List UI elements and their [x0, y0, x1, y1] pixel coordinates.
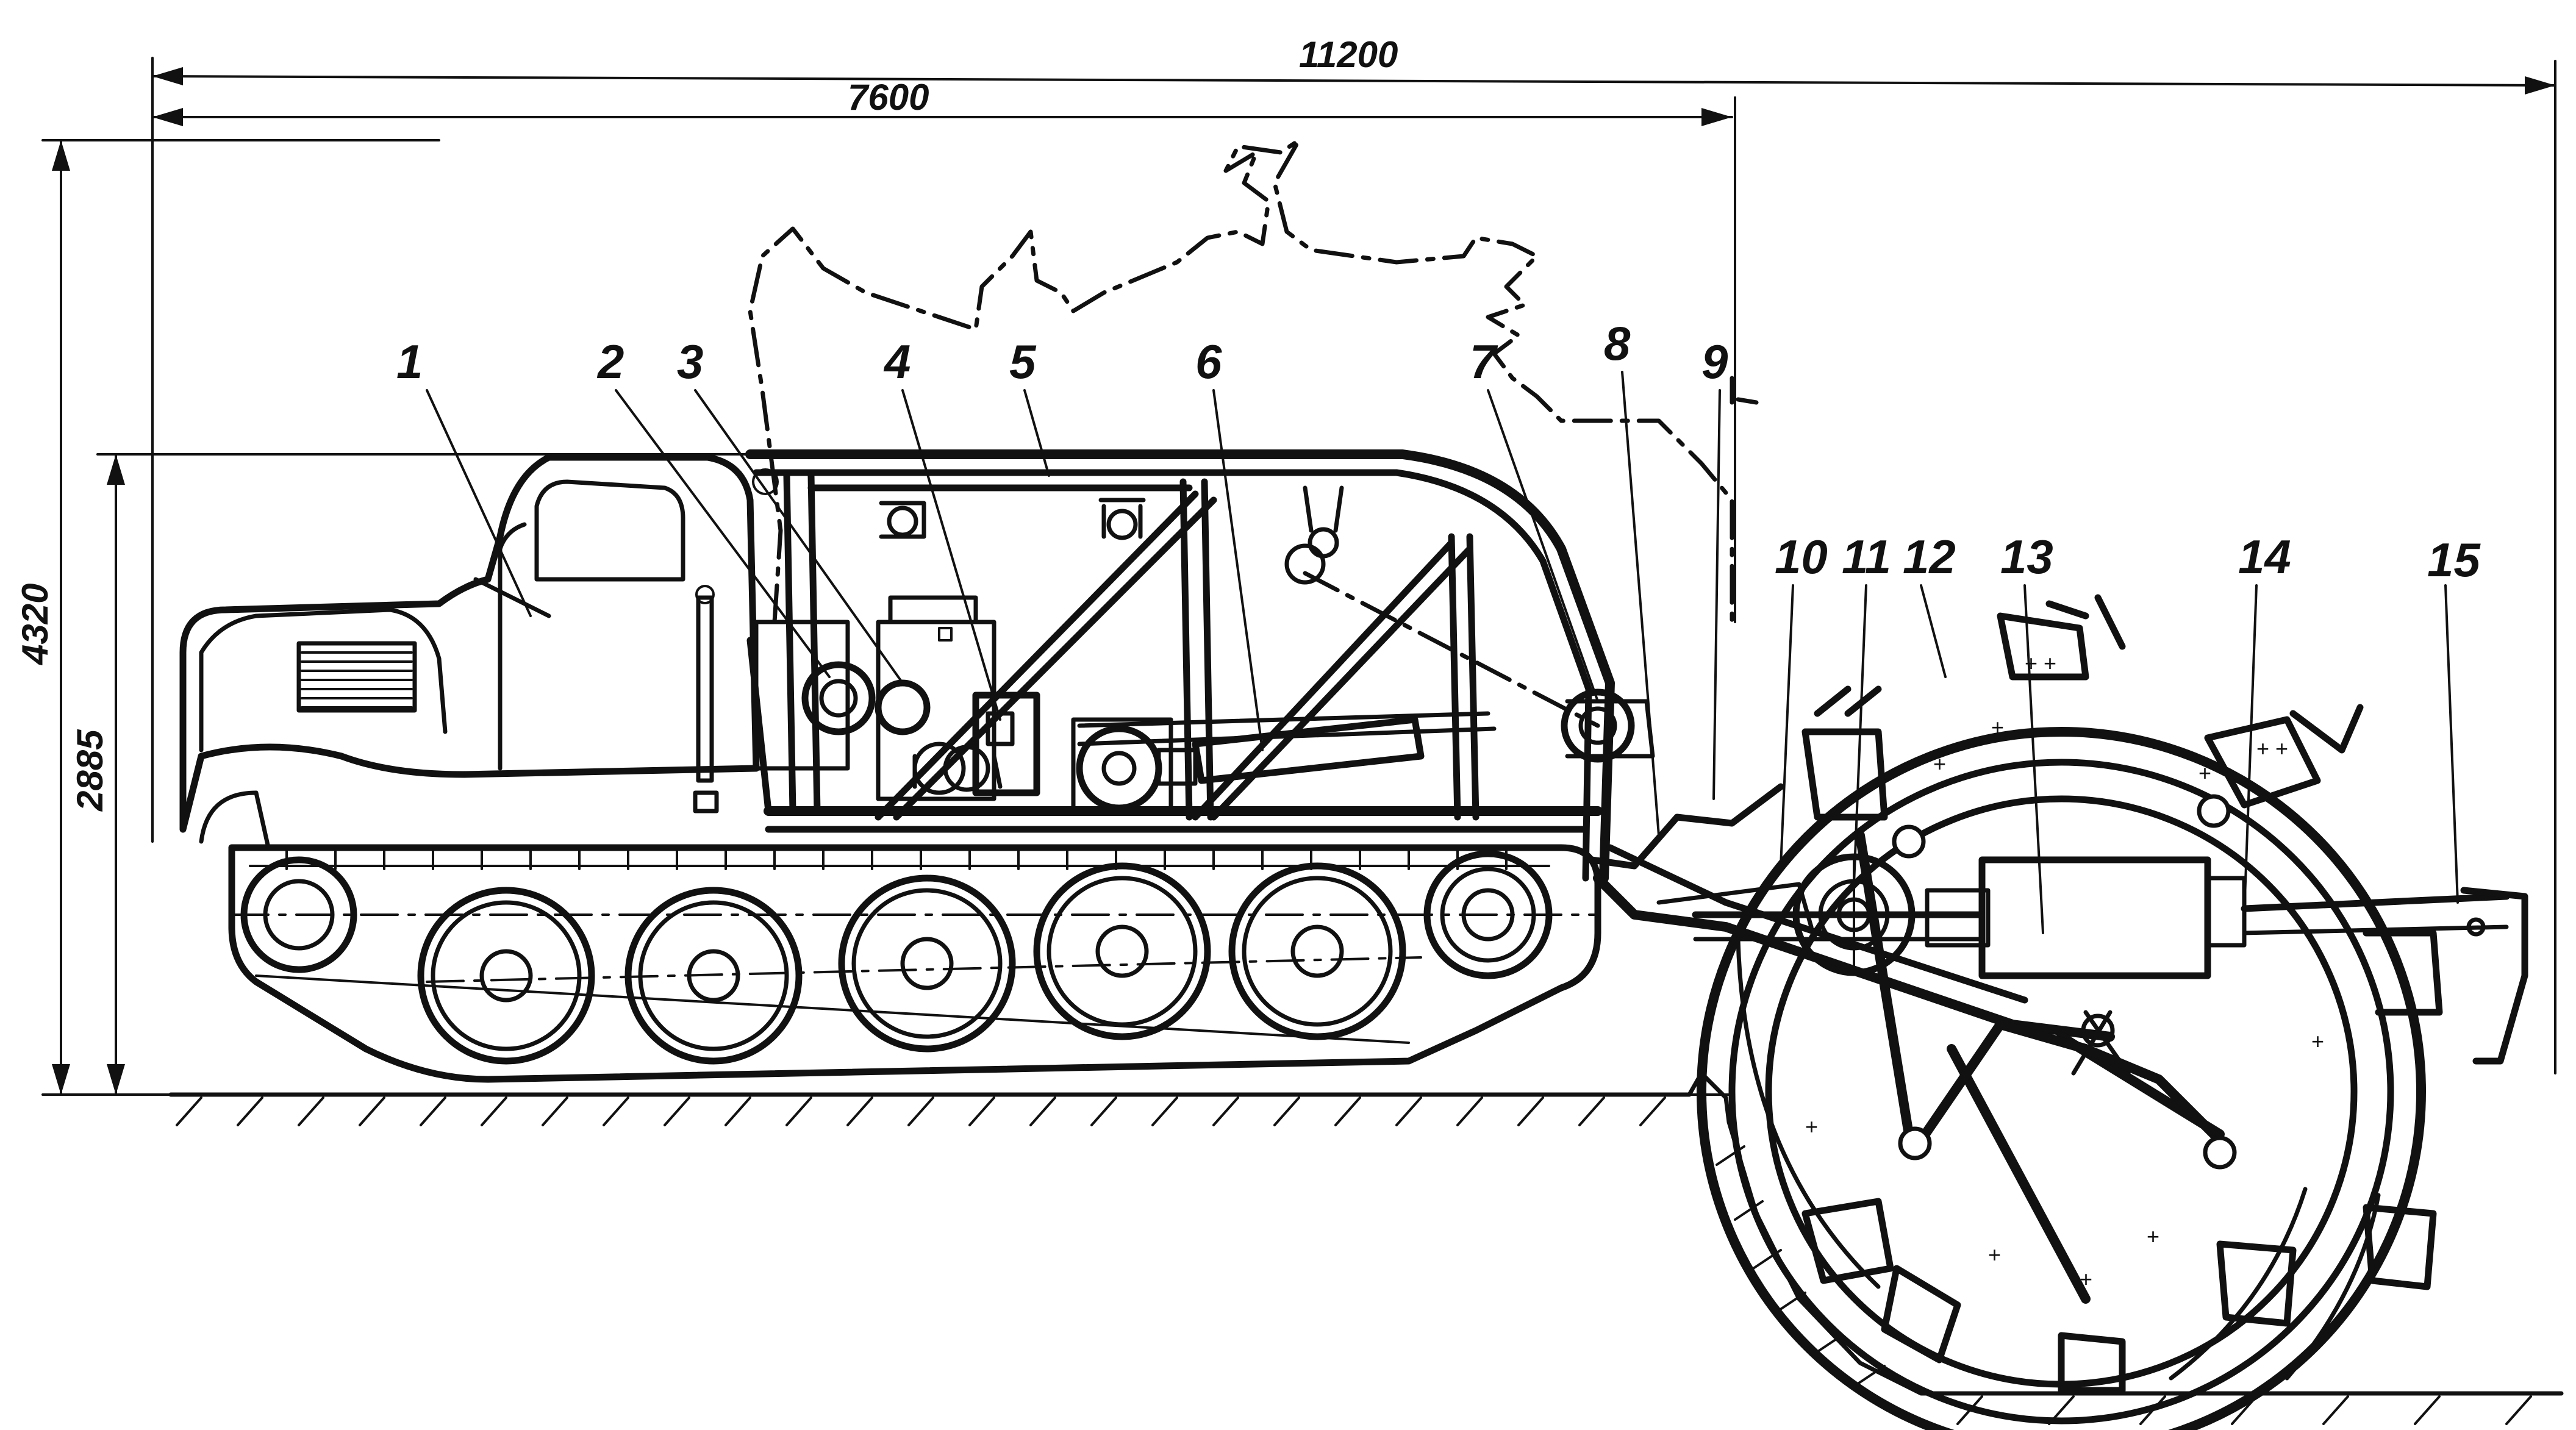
hood-body — [179, 454, 760, 833]
gear-reducer-2 — [754, 620, 876, 771]
cab-height-dimension: 2885 — [70, 453, 751, 1096]
svg-text:+: + — [1988, 1242, 2001, 1267]
dimension-7600: 7600 — [848, 77, 929, 118]
callout-3: 3 — [677, 335, 703, 388]
cab-door — [498, 522, 527, 771]
radiator-grille — [296, 641, 417, 713]
callout-8: 8 — [1604, 316, 1631, 370]
base-length-dimension: 7600 — [151, 77, 1736, 623]
rotor-inner-ring — [1765, 795, 2358, 1388]
rotor-buckets — [1801, 594, 2443, 1394]
transmission-group — [752, 468, 1655, 813]
drive-pulley — [1071, 717, 1198, 813]
callout-1: 1 — [396, 335, 423, 388]
main-frame-boom — [745, 449, 1615, 883]
callout-6: 6 — [1195, 335, 1222, 388]
dimension-11200: 11200 — [1299, 34, 1398, 75]
svg-text:+ +: + + — [2256, 736, 2288, 761]
dimension-2885: 2885 — [70, 729, 110, 812]
tension-link — [2009, 1010, 2131, 1076]
callout-13: 13 — [2000, 530, 2053, 584]
road-wheel — [1228, 862, 1406, 1040]
svg-text:+: + — [2199, 760, 2211, 785]
svg-text:+: + — [1933, 751, 1946, 776]
hood-side — [199, 607, 448, 753]
svg-text:+: + — [1991, 715, 2004, 740]
callout-2: 2 — [596, 335, 624, 388]
rotor-outer-rim — [1697, 727, 2426, 1430]
dimension-4320: 4320 — [15, 584, 55, 665]
front-support-15 — [2460, 887, 2528, 1065]
pulley-blocks — [752, 468, 1344, 585]
cab-window — [534, 479, 685, 582]
callout-10: 10 — [1775, 530, 1828, 584]
callout-14: 14 — [2238, 530, 2291, 584]
cab — [179, 454, 760, 850]
svg-text:+: + — [2147, 1224, 2159, 1249]
rotor-hubs — [1892, 794, 2237, 1170]
total-height-dimension: 4320 — [15, 139, 440, 1096]
callout-9: 9 — [1701, 335, 1728, 388]
callout-12: 12 — [1903, 530, 1956, 584]
svg-text:+: + — [2311, 1029, 2324, 1054]
cross-braces — [807, 484, 1473, 821]
callout-7: 7 — [1470, 335, 1498, 388]
road-wheel — [1033, 862, 1211, 1040]
tracked-chassis — [228, 844, 1601, 1083]
overall-length-dimension: 11200 — [151, 34, 2556, 1074]
leader-lines — [426, 371, 2459, 934]
cutter-arm — [1588, 783, 2528, 1076]
hydraulic-cylinder-6 — [1077, 711, 1497, 784]
exhaust-pipe — [696, 595, 714, 783]
pump-drive-4 — [912, 692, 1040, 796]
callout-4: 4 — [883, 335, 911, 388]
callout-5: 5 — [1009, 335, 1037, 388]
track-outline — [228, 844, 1601, 1083]
callout-15: 15 — [2427, 533, 2481, 587]
callout-11: 11 — [1842, 530, 1891, 584]
road-wheel — [417, 887, 595, 1065]
road-wheels — [417, 862, 1406, 1065]
road-wheel — [838, 874, 1016, 1053]
rotor-wheel: + + + + + + + + + + + + — [1697, 594, 2443, 1430]
arm-cross-link — [1588, 783, 1784, 870]
frame-structure — [745, 449, 1615, 883]
svg-text:+: + — [2080, 1267, 2092, 1292]
svg-text:+: + — [1805, 1114, 1818, 1139]
rotor-spokes — [1855, 831, 2231, 1304]
frame-posts — [783, 472, 1479, 821]
callout-numbers: 1 2 3 4 5 6 7 8 9 10 11 12 13 14 15 — [396, 316, 2481, 587]
soil-profile-dashed — [748, 138, 1759, 624]
